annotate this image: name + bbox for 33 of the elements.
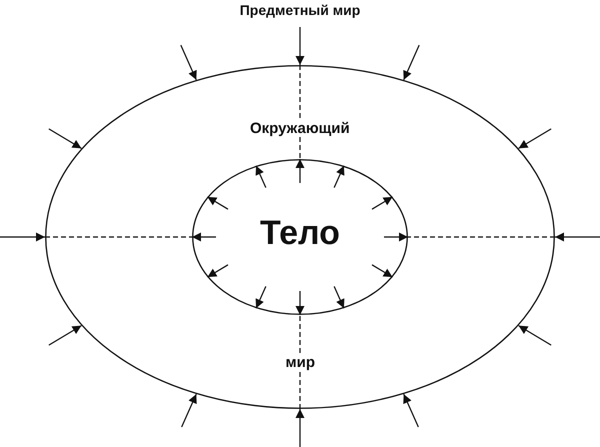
arrow	[334, 286, 344, 308]
arrow	[192, 232, 216, 242]
arrow	[180, 44, 197, 80]
dashed-line	[299, 315, 301, 409]
arrow	[0, 232, 45, 242]
arrow	[384, 232, 408, 242]
arrow	[207, 264, 228, 278]
dashed-line	[408, 236, 555, 238]
dashed-line	[299, 65, 301, 159]
arrow	[296, 291, 304, 315]
arrow	[48, 128, 82, 149]
arrow	[296, 409, 304, 447]
arrow	[403, 44, 420, 80]
arrow	[48, 325, 82, 346]
arrow	[296, 159, 304, 183]
diagram-title: Предметный мир	[240, 2, 360, 18]
dashed-line	[45, 236, 192, 238]
arrow	[334, 166, 344, 188]
arrow	[256, 166, 266, 188]
arrow	[372, 264, 393, 278]
arrow	[372, 196, 393, 210]
arrow	[518, 128, 552, 149]
inner-ellipse	[192, 159, 408, 315]
arrow	[207, 196, 228, 210]
region-label: мир	[284, 354, 317, 372]
region-label: Окружающий	[248, 120, 352, 138]
arrow	[256, 286, 266, 308]
arrow	[296, 27, 304, 65]
arrow	[403, 394, 419, 428]
arrow	[555, 232, 600, 242]
arrow	[181, 394, 197, 428]
outer-ellipse	[45, 65, 555, 409]
arrow	[518, 325, 552, 346]
